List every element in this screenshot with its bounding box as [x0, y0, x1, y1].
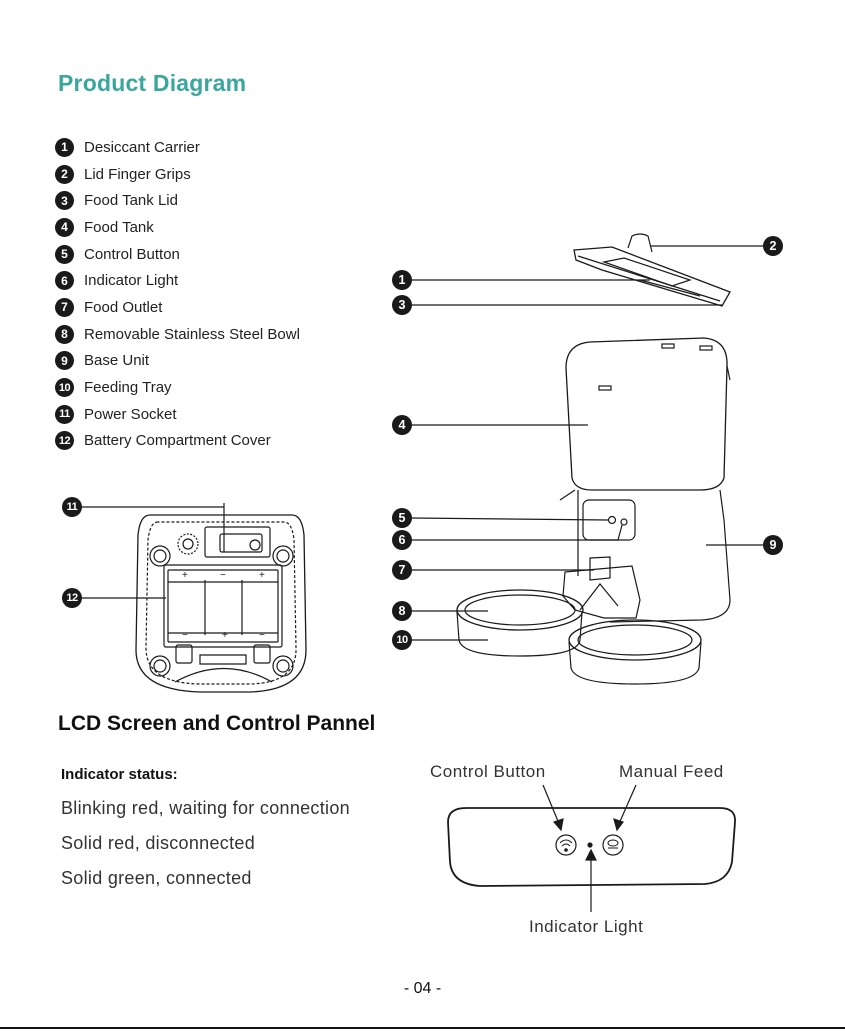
list-item: 5 Control Button — [55, 241, 300, 268]
feeder-drawing — [456, 337, 731, 685]
part-label: Base Unit — [84, 352, 150, 370]
part-label: Food Tank — [84, 218, 154, 236]
part-label: Feeding Tray — [84, 379, 172, 397]
callout-badge: 3 — [392, 295, 412, 315]
part-number-badge: 5 — [55, 244, 74, 264]
status-line: Solid green, connected — [61, 868, 252, 888]
part-label: Food Tank Lid — [84, 192, 178, 210]
part-label: Power Socket — [84, 405, 177, 423]
list-item: 11 Power Socket — [55, 401, 300, 428]
list-item: 7 Food Outlet — [55, 294, 300, 321]
callout-badge: 12 — [62, 588, 82, 608]
callout-badge: 9 — [763, 535, 783, 555]
callout-badge: 5 — [392, 508, 412, 528]
manual-feed-label: Manual Feed — [619, 762, 724, 781]
list-item: 9 Base Unit — [55, 348, 300, 375]
part-number-badge: 1 — [55, 137, 74, 157]
part-label: Battery Compartment Cover — [84, 432, 271, 450]
list-item: 8 Removable Stainless Steel Bowl — [55, 321, 300, 348]
callout-badge: 1 — [392, 270, 412, 290]
section-title: LCD Screen and Control Pannel — [58, 712, 376, 735]
control-panel-drawing — [447, 784, 736, 912]
list-item: 1 Desiccant Carrier — [55, 134, 300, 161]
list-item: 2 Lid Finger Grips — [55, 161, 300, 188]
plus-mark: + — [259, 570, 265, 581]
part-label: Lid Finger Grips — [84, 165, 191, 183]
lid-drawing — [573, 233, 731, 307]
callout-badge: 4 — [392, 415, 412, 435]
list-item: 10 Feeding Tray — [55, 374, 300, 401]
list-item: 3 Food Tank Lid — [55, 187, 300, 214]
part-number-badge: 12 — [55, 431, 74, 451]
callout-badge: 10 — [392, 630, 412, 650]
list-item: 4 Food Tank — [55, 214, 300, 241]
base-bottom-view-drawing — [135, 514, 307, 693]
callout-badge: 2 — [763, 236, 783, 256]
page-number: - 04 - — [403, 980, 442, 997]
part-label: Removable Stainless Steel Bowl — [84, 325, 300, 343]
bottom-rule — [0, 1027, 845, 1029]
part-number-badge: 11 — [55, 404, 74, 424]
status-line: Blinking red, waiting for connection — [61, 798, 350, 818]
part-number-badge: 3 — [55, 191, 74, 211]
indicator-light-label: Indicator Light — [529, 917, 644, 936]
status-line: Solid red, disconnected — [61, 833, 256, 853]
minus-mark: − — [259, 630, 265, 641]
list-item: 6 Indicator Light — [55, 267, 300, 294]
part-label: Food Outlet — [84, 298, 163, 316]
part-number-badge: 4 — [55, 217, 74, 237]
plus-mark: + — [222, 630, 228, 641]
list-item: 12 Battery Compartment Cover — [55, 428, 300, 455]
part-number-badge: 8 — [55, 324, 74, 344]
leader-lines — [82, 245, 770, 641]
part-number-badge: 6 — [55, 271, 74, 291]
part-number-badge: 2 — [55, 164, 74, 184]
part-label: Control Button — [84, 245, 180, 263]
minus-mark: − — [220, 570, 226, 581]
control-button-label: Control Button — [430, 762, 546, 781]
callout-badge: 8 — [392, 601, 412, 621]
part-label: Indicator Light — [84, 272, 179, 290]
battery-polarity-marks: + − + − + − — [182, 570, 265, 641]
part-label: Desiccant Carrier — [84, 138, 200, 156]
indicator-heading: Indicator status: — [61, 766, 178, 783]
plus-mark: + — [182, 570, 188, 581]
page-title: Product Diagram — [58, 70, 247, 96]
part-number-badge: 7 — [55, 297, 74, 317]
callout-badge: 7 — [392, 560, 412, 580]
callout-badge: 6 — [392, 530, 412, 550]
part-number-badge: 9 — [55, 351, 74, 371]
minus-mark: − — [182, 630, 188, 641]
callout-badge: 11 — [62, 497, 82, 517]
part-number-badge: 10 — [55, 378, 74, 398]
